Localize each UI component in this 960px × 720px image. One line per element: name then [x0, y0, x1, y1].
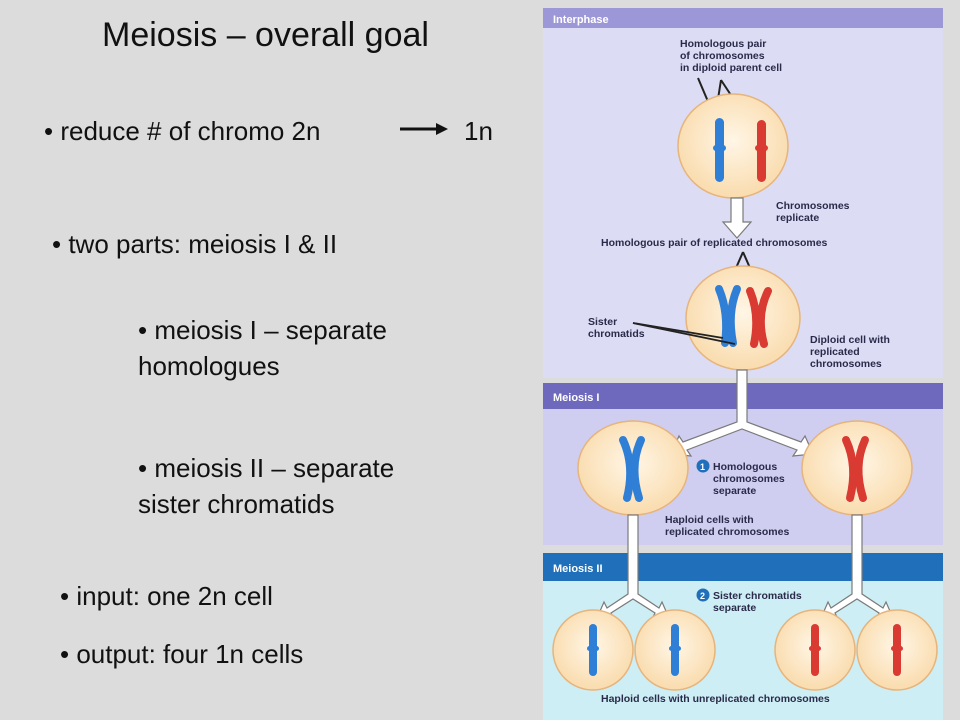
bullet-reduce-end: 1n	[464, 116, 493, 146]
svg-text:Haploid cells with: Haploid cells with	[665, 514, 754, 526]
step-1-number: 1	[700, 462, 705, 472]
split-arrow-icon	[596, 514, 670, 620]
final-cell-red-2	[856, 609, 938, 691]
sister-chromatids-label: Sister chromatids	[588, 316, 645, 340]
step-1-label: 1 Homologous chromosomes separate	[696, 459, 785, 497]
meiosis-1-header-label: Meiosis I	[553, 392, 599, 404]
svg-text:chromosomes: chromosomes	[810, 358, 882, 370]
bullet-two-parts: • two parts: meiosis I & II	[52, 229, 338, 259]
svg-text:separate: separate	[713, 485, 756, 497]
svg-text:of chromosomes: of chromosomes	[680, 50, 765, 62]
bullet-meiosis-2-line2: sister chromatids	[138, 489, 335, 519]
blue-sister-chromatid	[715, 285, 731, 347]
svg-text:Sister chromatids: Sister chromatids	[713, 590, 802, 602]
slide-title: Meiosis – overall goal	[102, 16, 429, 54]
bullet-output: • output: four 1n cells	[60, 639, 304, 669]
bullet-meiosis-2: • meiosis II – separate sister chromatid…	[138, 450, 394, 522]
red-sister-chromatid	[746, 287, 761, 348]
sister-chromatids-pointer	[632, 322, 736, 345]
right-arrow-icon	[400, 123, 448, 135]
svg-text:replicate: replicate	[776, 212, 819, 224]
meiosis-diagram: Interphase Meiosis I Meiosis II Homologo…	[543, 8, 943, 720]
homologous-pair-label: Homologous pair of chromosomes in diploi…	[680, 38, 782, 74]
final-cell-blue-1	[552, 609, 634, 691]
bullet-meiosis-1-line1: • meiosis I – separate	[138, 315, 387, 345]
bullet-meiosis-1: • meiosis I – separate homologues	[138, 312, 387, 384]
svg-text:replicated: replicated	[810, 346, 860, 358]
svg-text:replicated chromosomes: replicated chromosomes	[665, 526, 789, 538]
interphase-header-label: Interphase	[553, 14, 609, 26]
haploid-cell-blue	[577, 420, 689, 516]
bullet-meiosis-1-line2: homologues	[138, 351, 280, 381]
step-2-label: 2 Sister chromatids separate	[696, 588, 802, 614]
haploid-cell-red	[801, 420, 913, 516]
replicated-pair-label: Homologous pair of replicated chromosome…	[601, 237, 828, 249]
red-sister-chromatid	[756, 287, 772, 348]
replicated-cell	[685, 265, 801, 371]
replicate-label: Chromosomes replicate	[776, 200, 850, 224]
split-arrow-icon	[670, 369, 814, 457]
svg-text:separate: separate	[713, 602, 756, 614]
split-arrow-icon	[820, 514, 894, 620]
blue-sister-chromatid	[726, 285, 741, 347]
svg-text:Homologous pair: Homologous pair	[680, 38, 766, 50]
haploid-unreplicated-label: Haploid cells with unreplicated chromoso…	[601, 693, 830, 705]
svg-text:Chromosomes: Chromosomes	[776, 200, 850, 212]
interphase-header	[543, 8, 943, 28]
haploid-replicated-label: Haploid cells with replicated chromosome…	[665, 514, 789, 538]
svg-text:chromatids: chromatids	[588, 328, 645, 340]
svg-text:chromosomes: chromosomes	[713, 473, 785, 485]
bullet-meiosis-2-line1: • meiosis II – separate	[138, 453, 395, 483]
meiosis-2-header	[543, 553, 943, 581]
parent-cell	[677, 93, 789, 199]
svg-text:Diploid cell with: Diploid cell with	[810, 334, 890, 346]
final-cell-blue-2	[634, 609, 716, 691]
svg-text:Sister: Sister	[588, 316, 617, 328]
bullet-input: • input: one 2n cell	[60, 581, 273, 611]
diploid-cell-label: Diploid cell with replicated chromosomes	[810, 334, 890, 370]
meiosis-2-header-label: Meiosis II	[553, 563, 603, 575]
svg-text:in diploid parent cell: in diploid parent cell	[680, 62, 782, 74]
step-2-number: 2	[700, 591, 705, 601]
bullet-reduce: • reduce # of chromo 2n	[44, 113, 320, 149]
down-arrow-icon	[721, 197, 753, 239]
final-cell-red-1	[774, 609, 856, 691]
svg-text:Homologous: Homologous	[713, 461, 777, 473]
bullet-reduce-text: • reduce # of chromo 2n	[44, 116, 321, 146]
